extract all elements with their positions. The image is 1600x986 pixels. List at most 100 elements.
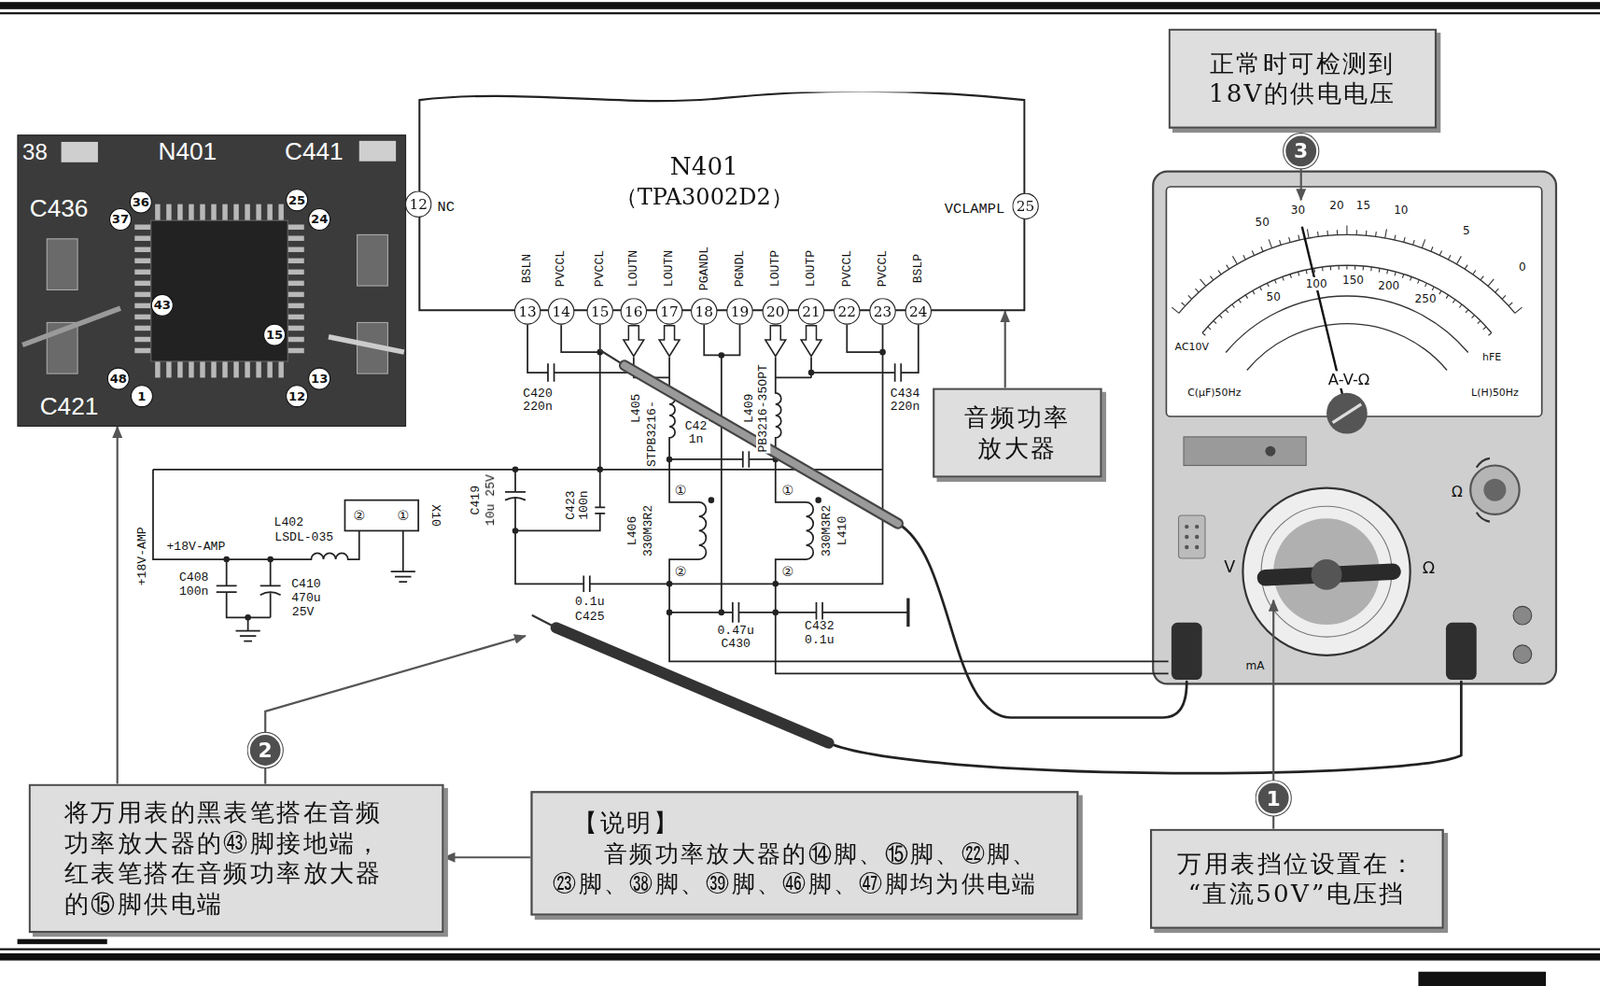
- scale-tick: [1181, 302, 1186, 307]
- scale-tick: [1306, 228, 1309, 239]
- scale-tick: [1346, 225, 1348, 236]
- scale-tick: [1298, 235, 1300, 240]
- node-text: 14: [551, 304, 570, 319]
- meter-scale-label: A-V-Ω: [1327, 370, 1372, 389]
- chip-pin: [154, 361, 160, 378]
- node-text: N401: [157, 139, 217, 164]
- meter-scale: [1171, 225, 1522, 371]
- chip-pin: [134, 292, 151, 297]
- scale-tick: [1362, 266, 1364, 270]
- chip-pin: [287, 258, 304, 264]
- scale-arc: [1247, 323, 1447, 371]
- meter-scale-label: 15: [1355, 198, 1372, 212]
- scale-tick: [1356, 229, 1358, 235]
- component-label: 25V: [291, 604, 316, 619]
- meter-scale-label: Ω: [1450, 483, 1464, 500]
- node-text: 20: [766, 304, 785, 319]
- node-text: 38: [22, 140, 48, 164]
- scale-tick: [1218, 269, 1222, 274]
- chip-pin: [134, 236, 151, 241]
- component-label: PVCCL: [592, 249, 607, 289]
- pin-number-circle: 17: [656, 297, 683, 324]
- chip-pin: [188, 361, 194, 378]
- node-text: 万用表挡位设置在： “直流50V”电压挡: [1176, 847, 1418, 910]
- scale-tick: [1188, 294, 1193, 299]
- chip-pin: [134, 303, 151, 309]
- component-label: BSLP: [911, 252, 926, 285]
- node-text: 22: [838, 304, 857, 319]
- node-text: 16: [624, 304, 643, 319]
- chip-pin: [188, 204, 194, 221]
- callout-box: 正常时可检测到 18V的供电电压: [1168, 28, 1437, 129]
- component-label: LOUTP: [803, 249, 818, 289]
- node-text: N401: [670, 154, 739, 179]
- scale-tick: [1289, 237, 1291, 242]
- meter-scale-label: 150: [1341, 274, 1365, 288]
- pin-number-circle: 23: [869, 297, 896, 324]
- pin-number-circle: 48: [107, 367, 130, 391]
- scale-arc: [1202, 265, 1492, 333]
- node-text: 24: [310, 212, 328, 225]
- component-label: 330M3R2: [642, 504, 657, 558]
- scale-tick: [1226, 265, 1230, 270]
- chip-pin: [244, 204, 250, 221]
- scale-tick: [1508, 302, 1513, 307]
- connector: [444, 856, 532, 858]
- component-label: ②: [351, 507, 366, 523]
- pin-number-circle: 13: [308, 367, 331, 391]
- pin-number-circle: 20: [762, 297, 789, 324]
- component-label: LOUTN: [626, 249, 641, 289]
- node-text: 1: [1266, 787, 1281, 809]
- node-text: 将万用表的黑表笔搭在音频 功率放大器的㊸脚接地端， 红表笔搭在音频功率放大器 的…: [64, 797, 408, 920]
- node-text: 19: [730, 304, 749, 319]
- node-text: 音频功率 放大器: [960, 402, 1075, 464]
- scale-tick: [1210, 276, 1214, 281]
- scale-tick: [1480, 276, 1484, 281]
- meter-scale-label: hFE: [1481, 350, 1502, 364]
- pin-number-circle: 36: [129, 190, 153, 213]
- chip-photo: 38N401C441C436C4213625372443154813112: [17, 134, 407, 427]
- pin-number-circle: 43: [151, 294, 174, 317]
- node-text: 12: [408, 196, 427, 211]
- callout-box: 【说明】音频功率放大器的⑭脚、⑮脚、㉒脚、 ㉓脚、㊳脚、㊴脚、㊻脚、㊼脚均为供电…: [530, 790, 1079, 915]
- scale-tick: [1431, 286, 1434, 291]
- scale-tick: [1330, 266, 1332, 270]
- pin-number-circle: 1: [130, 384, 154, 408]
- node-text: 正常时可检测到 18V的供电电压: [1201, 47, 1405, 110]
- component-label: ②: [673, 563, 688, 579]
- scale-tick: [1225, 309, 1229, 313]
- scale-tick: [1394, 271, 1396, 276]
- pin-number-circle: 12: [405, 190, 432, 217]
- scale-tick: [1464, 265, 1468, 270]
- chip-pin: [134, 325, 151, 331]
- component-label: LOUTP: [768, 249, 783, 289]
- scale-tick: [1425, 282, 1428, 287]
- scale-tick: [1472, 314, 1475, 318]
- chip-pin: [266, 204, 272, 221]
- component-label: C410: [290, 576, 323, 591]
- chip-pin: [287, 247, 304, 253]
- scale-tick: [1202, 332, 1206, 336]
- pin-number-circle: 25: [285, 188, 309, 211]
- connector: [116, 426, 119, 785]
- component-label: PVCCL: [554, 249, 569, 289]
- component-label: 0.1u: [803, 632, 836, 647]
- chip-pin: [287, 303, 304, 309]
- meter-scale-label: 200: [1376, 279, 1401, 293]
- scale-tick: [1421, 238, 1425, 248]
- pin-number-circle: 12: [285, 384, 309, 408]
- pin-number-circle: 16: [620, 297, 647, 324]
- scale-tick: [1232, 255, 1237, 265]
- node-text: 3: [1293, 140, 1308, 162]
- scale-tick: [1266, 282, 1269, 287]
- component-label: 0.47u: [715, 623, 756, 638]
- pin-number-circle: 15: [263, 323, 286, 347]
- component-label: ①: [673, 482, 688, 498]
- scale-tick: [1243, 254, 1247, 260]
- meter-scale-label: V: [1222, 558, 1236, 577]
- scale-tick: [1251, 250, 1254, 255]
- meter-scale-label: 10: [1392, 203, 1409, 217]
- scale-tick: [1439, 290, 1442, 295]
- chip-pin: [233, 204, 239, 221]
- scale-tick: [1213, 320, 1217, 323]
